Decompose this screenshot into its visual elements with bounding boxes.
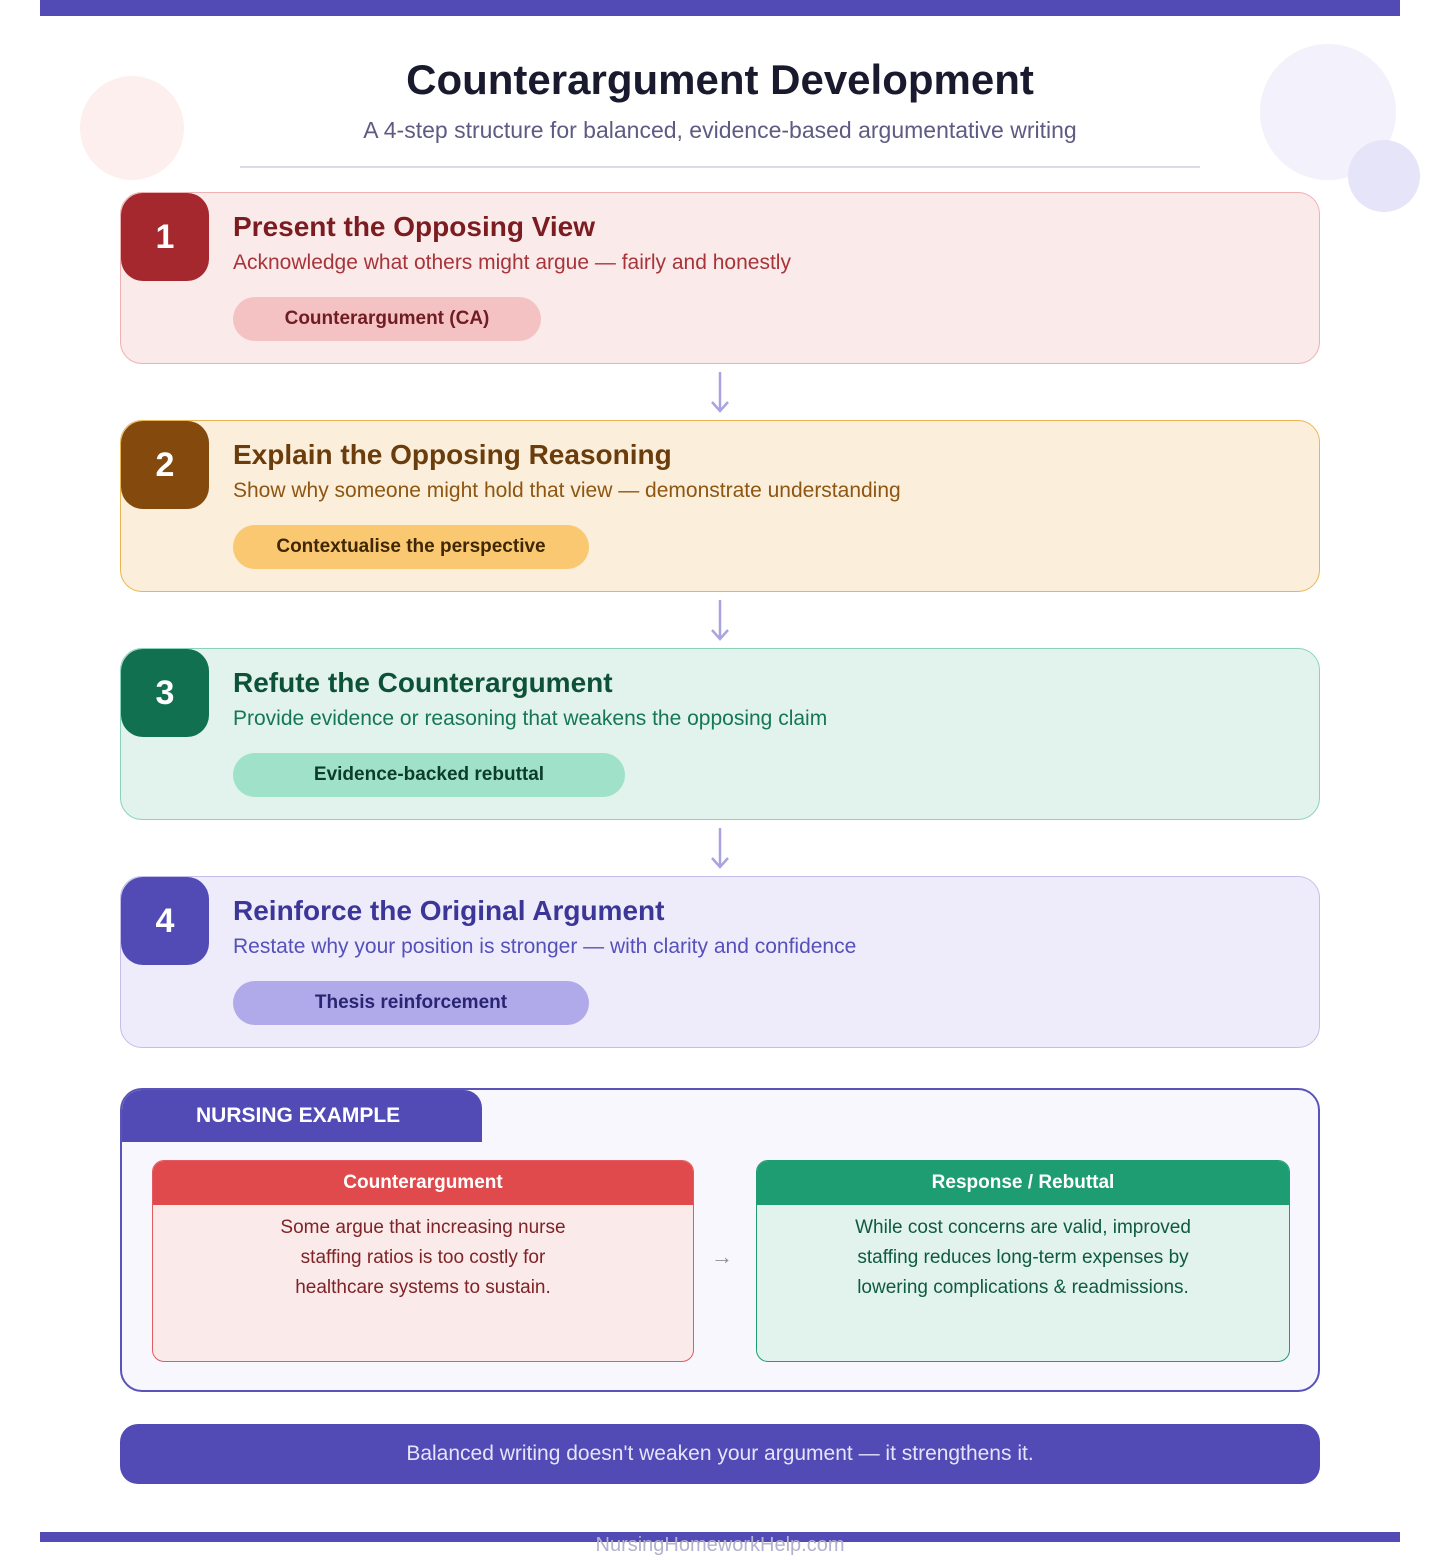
arrow-down-icon xyxy=(711,600,729,641)
text-line: lowering complications & readmissions. xyxy=(857,1277,1189,1298)
step-tag-pill: Contextualise the perspective xyxy=(233,525,589,569)
counterargument-heading: Counterargument xyxy=(153,1161,693,1205)
step-title: Refute the Counterargument xyxy=(233,667,613,698)
arrow-down-icon xyxy=(711,828,729,869)
arrow-right-icon: → xyxy=(711,1244,733,1269)
step-number-badge: 1 xyxy=(121,193,209,281)
step-number-badge: 3 xyxy=(121,649,209,737)
example-tab-label: NURSING EXAMPLE xyxy=(122,1090,482,1142)
step-tag-pill: Counterargument (CA) xyxy=(233,297,541,341)
arrow-down-icon xyxy=(711,372,729,413)
counterargument-box: Counterargument Some argue that increasi… xyxy=(152,1160,694,1362)
step-card-4: 4 Reinforce the Original Argument Restat… xyxy=(120,876,1320,1048)
step-number-badge: 2 xyxy=(121,421,209,509)
text-line: staffing ratios is too costly for xyxy=(300,1247,546,1268)
step-title: Present the Opposing View xyxy=(233,211,596,242)
header-divider xyxy=(240,166,1200,168)
text-line: staffing reduces long-term expenses by xyxy=(857,1247,1189,1268)
text-line: While cost concerns are valid, improved xyxy=(855,1217,1191,1238)
step-description: Restate why your position is stronger — … xyxy=(233,935,857,958)
step-description: Provide evidence or reasoning that weake… xyxy=(233,707,828,730)
footer-watermark: NursingHomeworkHelp.com xyxy=(595,1534,845,1556)
step-title: Reinforce the Original Argument xyxy=(233,895,665,926)
step-card-2: 2 Explain the Opposing Reasoning Show wh… xyxy=(120,420,1320,592)
step-description: Show why someone might hold that view — … xyxy=(233,479,901,502)
step-title: Explain the Opposing Reasoning xyxy=(233,439,672,470)
bottom-accent-bar xyxy=(40,1532,1400,1542)
step-tag-pill: Thesis reinforcement xyxy=(233,981,589,1025)
rebuttal-text: While cost concerns are valid, improved … xyxy=(757,1205,1289,1303)
text-line: healthcare systems to sustain. xyxy=(295,1277,551,1298)
top-accent-bar xyxy=(40,0,1400,16)
page-title: Counterargument Development xyxy=(406,56,1034,103)
decorative-circle-left xyxy=(80,76,184,180)
closing-banner: Balanced writing doesn't weaken your arg… xyxy=(120,1424,1320,1484)
rebuttal-heading: Response / Rebuttal xyxy=(757,1161,1289,1205)
decorative-circle-right-small xyxy=(1348,140,1420,212)
page-subtitle: A 4-step structure for balanced, evidenc… xyxy=(363,117,1077,143)
step-card-3: 3 Refute the Counterargument Provide evi… xyxy=(120,648,1320,820)
step-description: Acknowledge what others might argue — fa… xyxy=(233,251,791,274)
nursing-example-panel: NURSING EXAMPLE Counterargument Some arg… xyxy=(120,1088,1320,1392)
step-tag-pill: Evidence-backed rebuttal xyxy=(233,753,625,797)
step-number-badge: 4 xyxy=(121,877,209,965)
rebuttal-box: Response / Rebuttal While cost concerns … xyxy=(756,1160,1290,1362)
text-line: Some argue that increasing nurse xyxy=(280,1217,566,1238)
step-card-1: 1 Present the Opposing View Acknowledge … xyxy=(120,192,1320,364)
counterargument-text: Some argue that increasing nurse staffin… xyxy=(153,1205,693,1303)
